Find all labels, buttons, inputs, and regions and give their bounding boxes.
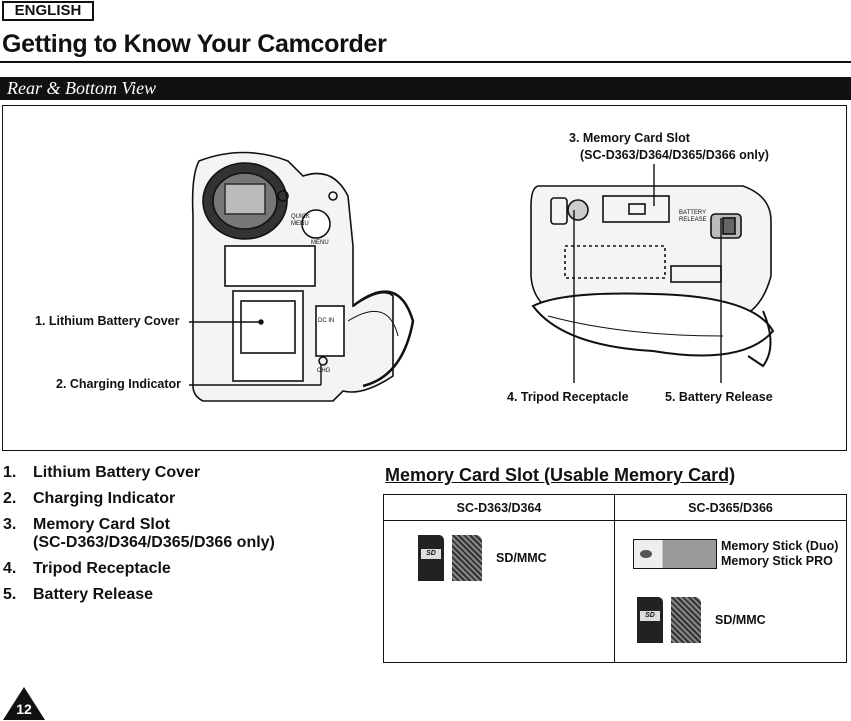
camcorder-drawing: QUICK MENU MENU DC IN CHG BATTERY RELEAS…: [189, 151, 775, 402]
camcorder-illustration: QUICK MENU MENU DC IN CHG BATTERY RELEAS…: [2, 105, 847, 451]
memory-column-d365: SC-D365/D366 Memory Stick (Duo) Memory S…: [615, 495, 846, 662]
list-item-number: 4.: [3, 560, 17, 577]
list-item: 5. Battery Release: [3, 586, 333, 604]
list-item-label: Battery Release: [33, 586, 154, 603]
mmc-card-icon: [452, 535, 482, 581]
memory-card-heading: Memory Card Slot (Usable Memory Card): [385, 465, 736, 485]
battery-release-label-1: BATTERY: [679, 210, 706, 216]
list-item: 2. Charging Indicator: [3, 490, 333, 508]
battery-release-label-2: RELEASE: [679, 217, 707, 223]
chg-label: CHG: [317, 368, 331, 374]
callout-lithium-battery-cover: 1. Lithium Battery Cover: [35, 314, 180, 328]
memory-column-d363: SC-D363/D364 SD SD/MMC: [384, 495, 615, 662]
list-item-number: 3.: [3, 516, 17, 533]
rear-view: [191, 151, 415, 402]
parts-list: 1. Lithium Battery Cover 2. Charging Ind…: [3, 464, 333, 612]
triangle-icon: [3, 687, 45, 720]
list-item-label: Memory Card Slot: [33, 516, 170, 533]
card-row-sdmmc: SD SD/MMC: [637, 597, 766, 643]
list-item: 4. Tripod Receptacle: [3, 560, 333, 578]
list-item-label: Charging Indicator: [33, 490, 176, 507]
list-item: 3. Memory Card Slot (SC-D363/D364/D365/D…: [3, 516, 333, 552]
callout-memory-card-slot-models: (SC-D363/D364/D365/D366 only): [580, 148, 769, 162]
card-label-line: Memory Stick (Duo): [721, 539, 839, 553]
list-item-number: 2.: [3, 490, 17, 507]
quick-label-1: QUICK: [291, 214, 310, 220]
card-label: Memory Stick (Duo) Memory Stick PRO: [721, 539, 838, 569]
card-label: SD/MMC: [496, 550, 547, 565]
page-number-badge: 12: [2, 685, 46, 721]
card-label-line: Memory Stick PRO: [721, 554, 833, 568]
page-number: 12: [16, 701, 32, 717]
memory-stick-icon: [633, 539, 717, 569]
section-header: Rear & Bottom View: [0, 77, 851, 100]
list-item-sublabel: (SC-D363/D364/D365/D366 only): [33, 534, 275, 551]
language-badge: ENGLISH: [2, 1, 94, 21]
callout-battery-release: 5. Battery Release: [665, 390, 773, 404]
card-row-memory-stick: Memory Stick (Duo) Memory Stick PRO: [633, 539, 838, 569]
list-item-label: Lithium Battery Cover: [33, 464, 201, 481]
card-row-sdmmc: SD SD/MMC: [418, 535, 547, 581]
card-label: SD/MMC: [715, 612, 766, 627]
mmc-card-icon: [671, 597, 701, 643]
callout-memory-card-slot: 3. Memory Card Slot: [569, 131, 690, 145]
column-header: SC-D363/D364: [384, 495, 614, 521]
menu-label: MENU: [311, 240, 329, 246]
list-item-number: 1.: [3, 464, 17, 481]
page-title: Getting to Know Your Camcorder: [2, 30, 387, 58]
title-divider: [0, 61, 851, 63]
sd-card-icon: SD: [418, 535, 444, 581]
quick-label-2: MENU: [291, 221, 309, 227]
column-header: SC-D365/D366: [615, 495, 846, 521]
list-item: 1. Lithium Battery Cover: [3, 464, 333, 482]
list-item-label: Tripod Receptacle: [33, 560, 171, 577]
bottom-view: [530, 185, 775, 368]
dc-in-label: DC IN: [318, 318, 334, 324]
callout-tripod-receptacle: 4. Tripod Receptacle: [507, 390, 629, 404]
sd-card-icon: SD: [637, 597, 663, 643]
memory-card-table: SC-D363/D364 SD SD/MMC SC-D365/D366 Memo…: [383, 494, 847, 663]
callout-charging-indicator: 2. Charging Indicator: [56, 377, 182, 391]
list-item-number: 5.: [3, 586, 17, 603]
